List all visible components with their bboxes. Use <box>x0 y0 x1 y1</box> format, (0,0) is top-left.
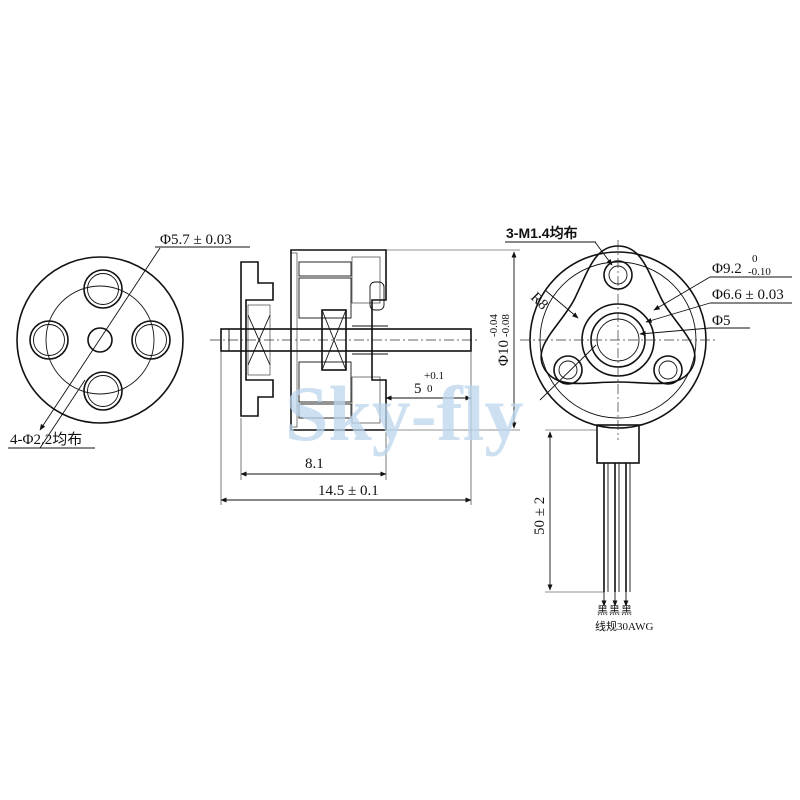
rear-label-holes: 3-M1.4均布 <box>506 225 578 241</box>
front-hole-left <box>29 320 69 360</box>
front-dia-leader <box>39 247 161 431</box>
front-bolt-circle <box>45 285 155 395</box>
dim-body: 8.1 <box>305 456 324 472</box>
rear-label-d5: Φ5 <box>712 313 730 329</box>
wire-label-2: 黑 <box>609 604 620 617</box>
rear-hole-left <box>553 355 583 385</box>
front-center-hole <box>87 327 113 353</box>
rear-label-radius: R8 <box>527 290 551 314</box>
dim-diameter-tol-upper: -0.04 <box>488 314 500 337</box>
dim-shaft-tol-upper: +0.1 <box>424 370 444 382</box>
front-outer-circle <box>16 256 184 424</box>
side-magnet-bottom <box>298 403 352 419</box>
rear-label-d92: Φ9.2 <box>712 261 742 277</box>
wire-spec: 线规30AWG <box>595 619 653 633</box>
rear-wire-tab <box>596 424 640 464</box>
front-view: Φ5.7 ± 0.03 4-Φ2.2均布 <box>8 232 250 449</box>
rear-label-d66: Φ6.6 ± 0.03 <box>712 287 784 303</box>
rear-label-d92-tol-lower: -0.10 <box>748 266 771 278</box>
dim-diameter: Φ10 <box>496 340 512 366</box>
side-magnet-top <box>298 261 352 277</box>
side-coil-top <box>298 277 352 319</box>
front-label-top: Φ5.7 ± 0.03 <box>160 232 232 248</box>
rear-hole-right <box>653 355 683 385</box>
wire-label-3: 黑 <box>621 604 632 617</box>
wire-label-1: 黑 <box>597 604 608 617</box>
front-label-bottom: 4-Φ2.2均布 <box>10 431 82 448</box>
watermark: Sky-fly <box>285 370 523 457</box>
side-flange <box>240 261 274 417</box>
side-view: Φ10 -0.04 -0.08 5 +0.1 0 8.1 14.5 ± 0.1 <box>210 249 520 505</box>
rear-label-d92-tol-upper: 0 <box>752 253 758 265</box>
front-hole-bottom <box>83 371 123 411</box>
side-bell-housing <box>290 249 387 431</box>
dim-shaft-tol-lower: 0 <box>427 383 433 395</box>
dim-diameter-tol-lower: -0.08 <box>500 314 512 337</box>
front-hole-right <box>131 320 171 360</box>
dim-total: 14.5 ± 0.1 <box>318 483 379 499</box>
dim-lead-length: 50 ± 2 <box>532 497 548 535</box>
front-hole-top <box>83 269 123 309</box>
rear-view: 50 ± 2 黑 黑 黑 线规30AWG 3-M1.4均布 R8 Φ9.2 0 … <box>505 225 792 633</box>
dim-shaft: 5 <box>414 381 422 397</box>
side-bearing <box>321 309 347 371</box>
rear-mount-plate <box>540 245 696 385</box>
